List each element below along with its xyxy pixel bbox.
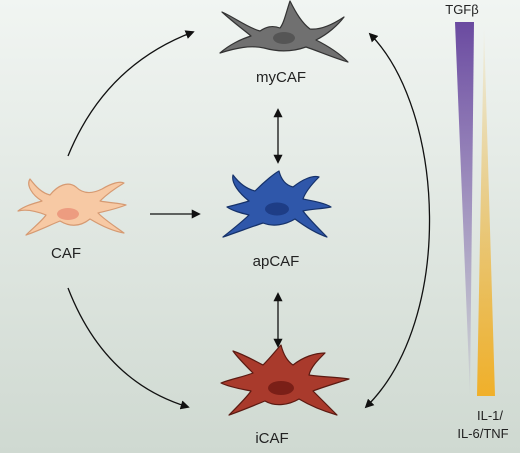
il-label-line-2: IL-6/TNF (457, 426, 508, 441)
caf-cell (17, 178, 127, 236)
icaf-cell-body (220, 344, 350, 416)
mycaf-cell (219, 0, 349, 63)
il-gradient-wedge (477, 28, 495, 396)
mycaf-label: myCAF (256, 69, 306, 86)
apcaf-cell (222, 170, 332, 238)
tgf-beta-gradient-wedge (455, 22, 474, 395)
icaf-nucleus (268, 381, 294, 395)
il-label-line-1: IL-1/ (477, 408, 503, 423)
arrow-caf-to-icaf (67, 287, 190, 410)
caf-label: CAF (51, 245, 81, 262)
mycaf-nucleus (273, 32, 295, 44)
apcaf-nucleus (265, 202, 289, 216)
caf-cell-body (17, 178, 127, 236)
icaf-cell (220, 344, 350, 416)
arrows (67, 30, 431, 410)
apcaf-label: apCAF (253, 253, 300, 270)
tgf-beta-label: TGFβ (445, 2, 478, 17)
icaf-label: iCAF (255, 430, 288, 447)
caf-nucleus (57, 208, 79, 220)
mycaf-cell-body (219, 0, 349, 63)
arrow-mycaf-icaf (364, 32, 431, 409)
arrow-caf-to-mycaf (67, 30, 195, 157)
